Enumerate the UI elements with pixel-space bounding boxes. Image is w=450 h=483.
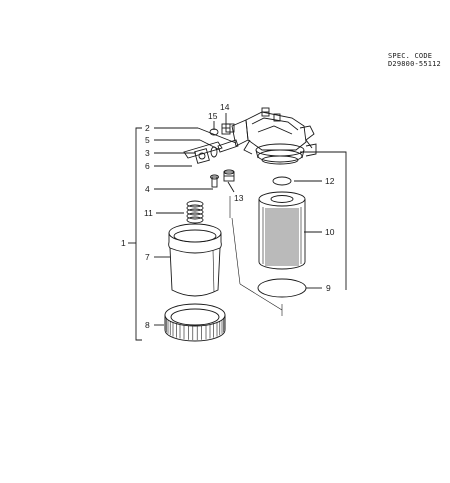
callout-lines xyxy=(128,113,347,341)
filter-element xyxy=(258,191,306,270)
callout-6: 6 xyxy=(145,161,150,171)
callout-13: 13 xyxy=(234,193,244,203)
spec-code-value: D29800-55112 xyxy=(388,60,441,68)
callout-3: 3 xyxy=(145,148,150,158)
callout-10: 10 xyxy=(325,227,335,237)
spec-code-label: SPEC. CODE xyxy=(388,52,433,60)
bolt-part xyxy=(210,174,219,188)
gasket-part xyxy=(257,278,307,298)
callout-2: 2 xyxy=(145,123,150,133)
callout-12: 12 xyxy=(325,176,335,186)
callout-15: 15 xyxy=(208,111,218,121)
callout-14: 14 xyxy=(220,102,230,112)
spec-code-block: SPEC. CODE D29800-55112 xyxy=(388,52,441,68)
callout-1: 1 xyxy=(121,238,126,248)
vent-plug-part xyxy=(223,169,235,182)
spring-part xyxy=(186,200,204,224)
callout-7: 7 xyxy=(145,252,150,262)
callout-numbers: 1 2 3 4 5 6 7 8 9 10 11 12 13 14 15 xyxy=(121,102,335,330)
callout-5: 5 xyxy=(145,135,150,145)
callout-8: 8 xyxy=(145,320,150,330)
callout-9: 9 xyxy=(326,283,331,293)
callout-4: 4 xyxy=(145,184,150,194)
cock-assembly xyxy=(183,123,239,164)
ring-nut xyxy=(164,303,226,342)
o-ring-part xyxy=(272,176,292,186)
callout-11: 11 xyxy=(144,208,153,218)
filter-bowl xyxy=(168,223,222,297)
filter-head xyxy=(225,107,317,165)
